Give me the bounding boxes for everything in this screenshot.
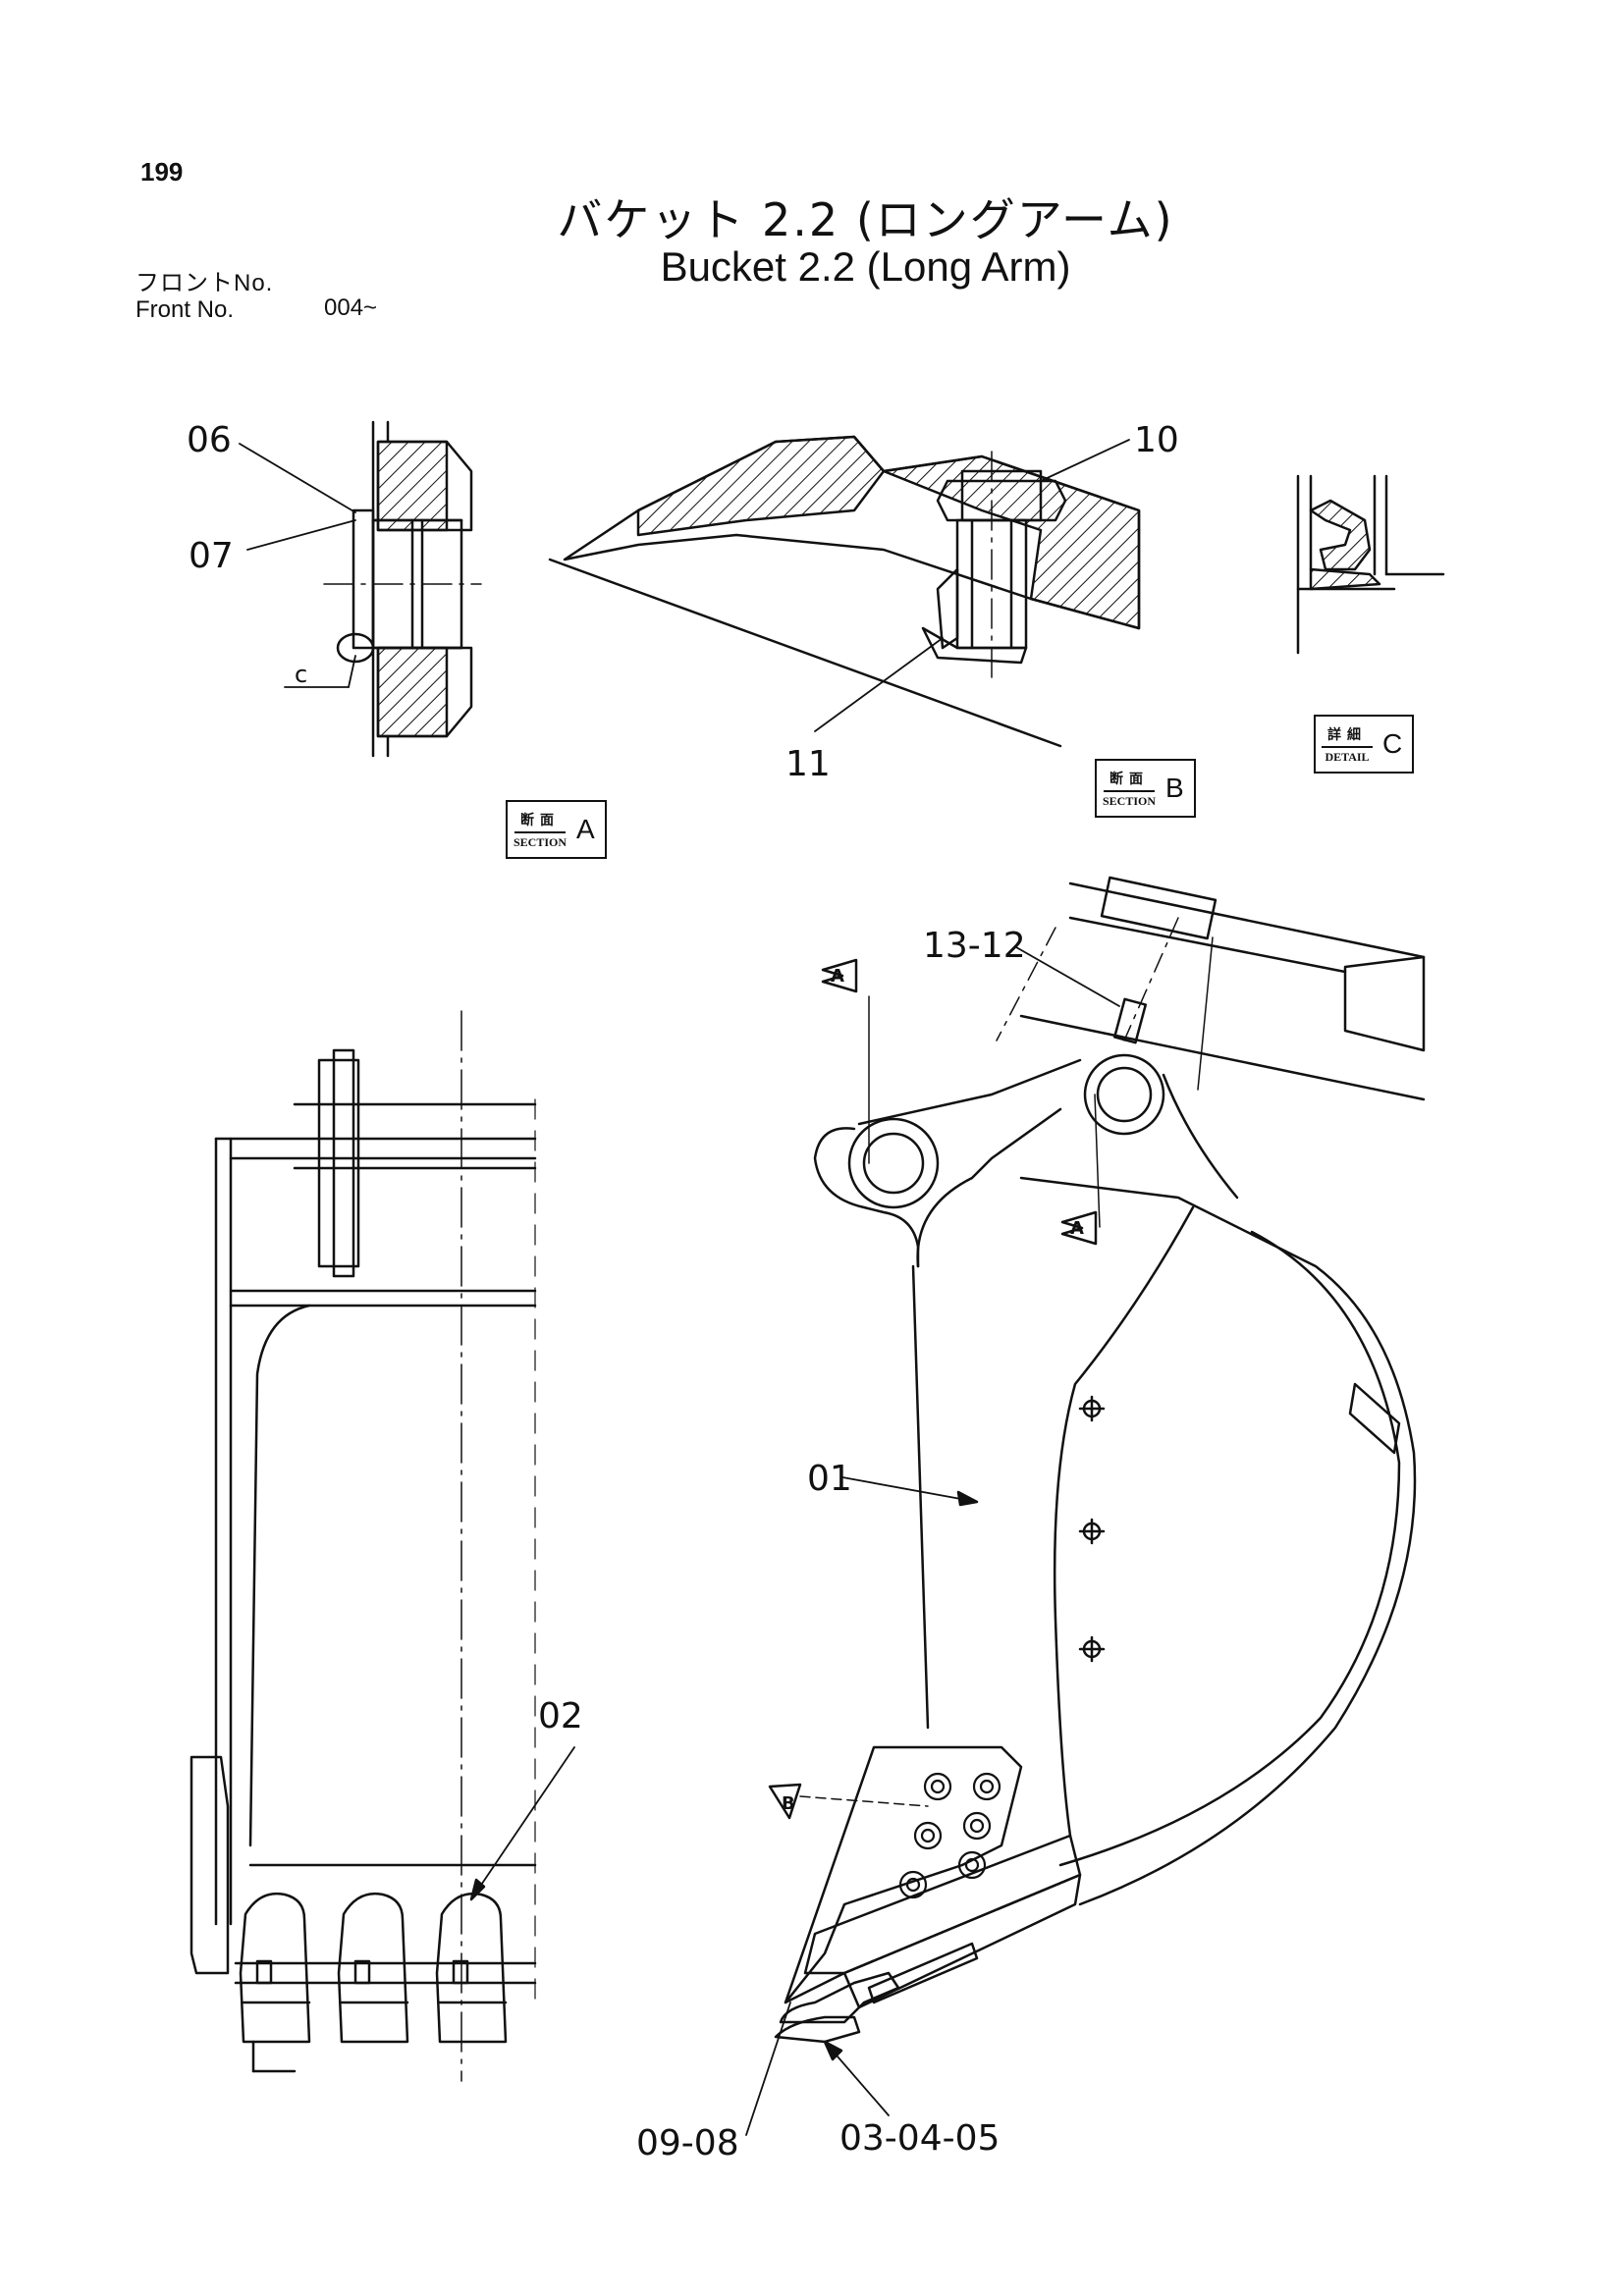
detail-c-word: DETAIL: [1325, 749, 1370, 764]
section-b-tag: 断面 SECTION B: [1095, 759, 1196, 818]
detail-c-letter: C: [1382, 728, 1403, 759]
section-a-letter: A: [576, 814, 595, 844]
front-label-jp: フロントNo.: [135, 270, 274, 296]
section-b-view: [548, 435, 1141, 748]
callout-13-12: 13-12: [923, 926, 1026, 966]
title-english: Bucket 2.2 (Long Arm): [660, 243, 1071, 290]
callout-03-04-05: 03-04-05: [839, 2118, 1000, 2159]
section-a-tag: 断面 SECTION A: [506, 800, 607, 859]
bucket-front-view: [189, 1010, 575, 2082]
title-japanese: バケット 2.2 (ロングアーム): [557, 193, 1174, 246]
front-number-label: フロントNo. Front No.: [135, 270, 273, 323]
detail-c-kanji: 詳細: [1322, 724, 1373, 748]
callout-09-08: 09-08: [636, 2123, 739, 2163]
section-b-kanji: 断面: [1104, 769, 1156, 792]
front-number-value: 004~: [324, 294, 378, 321]
callout-06: 06: [187, 420, 232, 460]
detail-c-view: [1296, 474, 1445, 655]
callout-10: 10: [1134, 420, 1179, 460]
section-a-word: SECTION: [514, 834, 568, 849]
section-b-word: SECTION: [1103, 793, 1157, 808]
section-a-view: [239, 420, 482, 758]
detail-c-tag: 詳細 DETAIL C: [1314, 715, 1415, 774]
callout-01: 01: [807, 1459, 852, 1499]
page-number: 199: [140, 157, 184, 187]
callout-c: c: [295, 661, 307, 688]
section-arrow-a-top: A: [831, 966, 844, 987]
front-label-en: Front No.: [135, 296, 235, 323]
section-b-letter: B: [1165, 773, 1184, 803]
callout-11: 11: [785, 744, 831, 784]
section-arrow-b: B: [782, 1793, 795, 1814]
section-a-kanji: 断面: [514, 810, 567, 833]
section-arrow-a-mid: A: [1070, 1218, 1084, 1239]
callout-07: 07: [189, 536, 234, 576]
callout-02: 02: [538, 1696, 583, 1736]
bucket-side-view: [745, 876, 1426, 2136]
